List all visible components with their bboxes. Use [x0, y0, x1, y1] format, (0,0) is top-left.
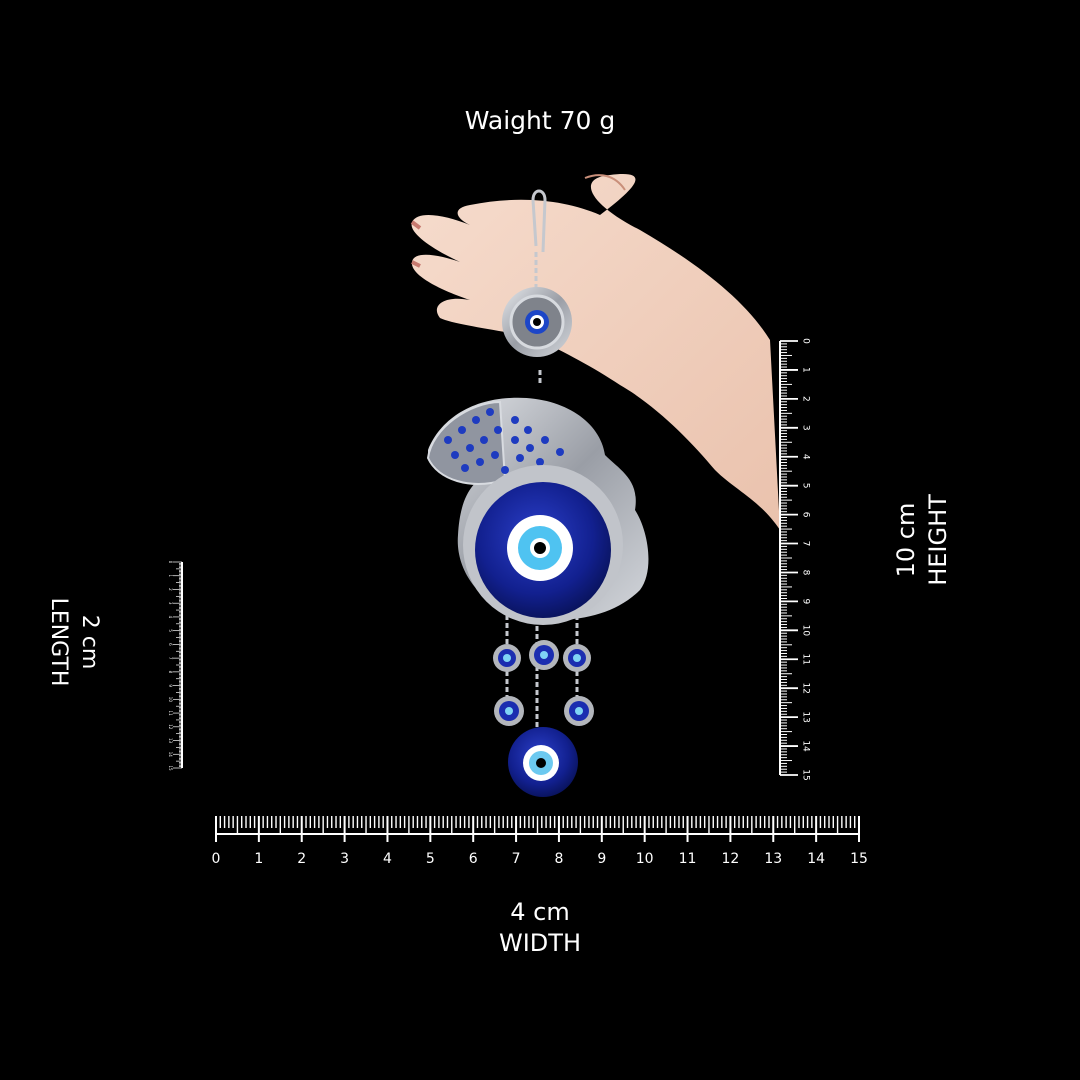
height-ruler-number: 10	[801, 625, 811, 637]
height-ruler-number: 13	[801, 711, 811, 722]
length-ruler-number: 12	[168, 724, 173, 730]
width-ruler-number: 10	[636, 851, 654, 867]
length-ruler-number: 6	[168, 643, 173, 646]
height-ruler-number: 14	[801, 740, 811, 752]
length-ruler-number: 15	[168, 765, 173, 771]
width-dimension: 4 cm WIDTH	[0, 897, 1080, 959]
length-ruler-number: 1	[168, 574, 173, 577]
width-ruler-number: 8	[554, 851, 563, 867]
width-ruler-number: 1	[254, 851, 263, 867]
width-ruler-number: 0	[212, 851, 221, 867]
width-value: 4 cm	[510, 898, 570, 926]
width-ruler-number: 6	[469, 851, 478, 867]
hand	[410, 174, 780, 530]
chain	[505, 189, 579, 760]
height-ruler-number: 7	[801, 541, 811, 547]
height-ruler-number: 1	[801, 367, 811, 373]
width-ruler-number: 7	[512, 851, 521, 867]
length-ruler-number: 9	[168, 684, 173, 687]
length-ruler-number: 4	[168, 616, 173, 619]
top-medallion	[502, 287, 572, 357]
height-ruler-number: 11	[801, 654, 811, 665]
height-ruler-number: 15	[801, 769, 811, 780]
width-ruler-number: 13	[764, 851, 782, 867]
width-ruler-number: 11	[679, 851, 697, 867]
length-ruler-number: 0	[168, 561, 173, 564]
length-ruler-number: 3	[168, 602, 173, 605]
length-ruler-number: 11	[168, 711, 173, 717]
width-ruler-number: 3	[340, 851, 349, 867]
height-ruler-number: 3	[801, 425, 811, 431]
width-ruler-number: 4	[383, 851, 392, 867]
elephant-frame	[426, 397, 649, 625]
height-ruler-number: 5	[801, 483, 811, 489]
length-ruler-number: 8	[168, 671, 173, 674]
height-ruler-bar	[780, 340, 798, 778]
height-ruler-number: 12	[801, 682, 811, 693]
width-ruler-number: 12	[721, 851, 739, 867]
length-ruler-number: 7	[168, 657, 173, 660]
width-ruler-number: 2	[297, 851, 306, 867]
height-ruler-number: 0	[801, 338, 811, 344]
length-ruler-number: 14	[168, 752, 173, 758]
height-ruler-number: 6	[801, 512, 811, 518]
length-ruler-number: 2	[168, 588, 173, 591]
weight-label: Waight 70 g	[464, 106, 616, 135]
width-ruler-number: 14	[807, 851, 825, 867]
width-ruler-number: 15	[850, 851, 868, 867]
length-ruler-number: 10	[168, 697, 173, 703]
width-ruler-number: 9	[597, 851, 606, 867]
length-ruler-number: 5	[168, 629, 173, 632]
height-ruler-number: 9	[801, 599, 811, 605]
width-caption: WIDTH	[499, 929, 581, 957]
width-ruler-number: 5	[426, 851, 435, 867]
height-ruler-number: 8	[801, 570, 811, 576]
height-ruler-number: 4	[801, 454, 811, 460]
length-ruler-number: 13	[168, 738, 173, 744]
hanging-beads	[493, 640, 594, 797]
height-ruler-number: 2	[801, 396, 811, 402]
